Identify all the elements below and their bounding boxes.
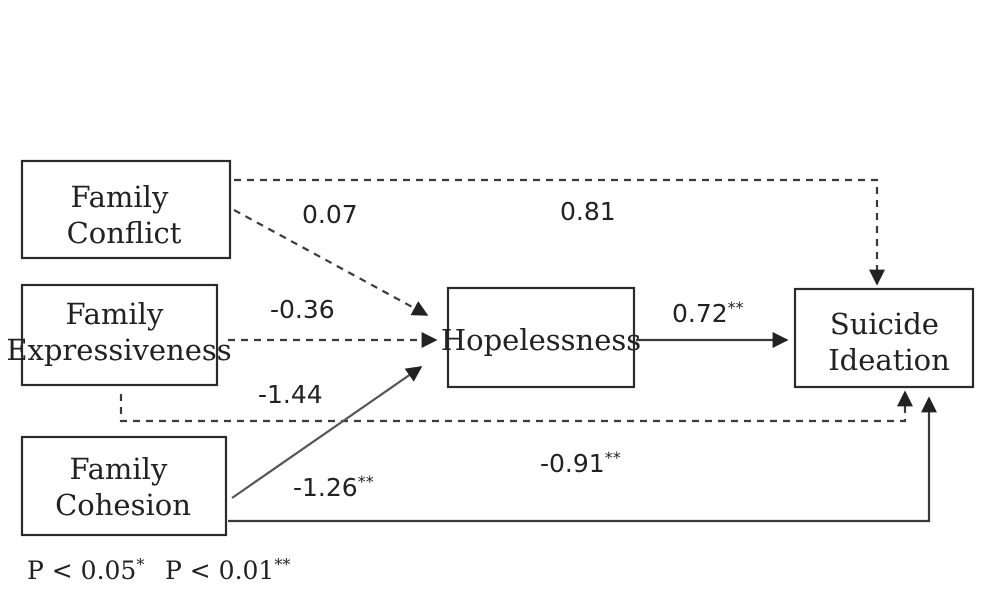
edge-label-hopelessness-to-ideation: 0.72** (672, 298, 744, 328)
svg-text:Family Expressiveness: Family Expressiveness (6, 297, 231, 367)
coefficient-value: 0.81 (560, 197, 616, 226)
coefficient-value: -0.91 (540, 449, 605, 478)
significance-legend-p01: P < 0.01** (165, 555, 290, 585)
svg-text:Family Conflict: Family Conflict (67, 180, 182, 250)
edge-label-cohesion-to-hopelessness: -1.26** (293, 472, 374, 502)
node-suicide-ideation: Suicide Ideation (793, 287, 975, 389)
edge-conflict-to-hopelessness (233, 209, 429, 316)
significance-legend-p05: P < 0.05* (27, 555, 144, 585)
node-label-line: Conflict (67, 216, 182, 250)
edge-label-conflict-to-ideation: 0.81 (560, 197, 616, 226)
svg-text:Family Cohesion: Family Cohesion (55, 452, 191, 522)
significance-marker: ** (728, 298, 744, 317)
significance-marker: ** (605, 448, 621, 467)
legend-marker: * (136, 555, 144, 574)
svg-text:Hopelessness: Hopelessness (441, 323, 641, 357)
edge-expressiveness-to-ideation (119, 390, 913, 423)
node-label-line: Family (69, 452, 167, 486)
coefficient-value: -1.44 (258, 380, 323, 409)
coefficient-value: 0.72 (672, 299, 728, 328)
node-label-line: Expressiveness (6, 333, 231, 367)
node-label-line: Cohesion (55, 488, 191, 522)
node-family-expressiveness: Family Expressiveness (6, 283, 232, 387)
node-label-line: Ideation (828, 343, 950, 377)
coefficient-value: 0.07 (302, 200, 358, 229)
legend-text: P < 0.01 (165, 556, 274, 585)
node-label-line: Suicide (830, 307, 939, 341)
node-hopelessness: Hopelessness (441, 286, 641, 389)
legend-marker: ** (274, 555, 290, 574)
node-family-cohesion: Family Cohesion (20, 435, 228, 537)
legend-text: P < 0.05 (27, 556, 136, 585)
edge-conflict-to-ideation (234, 178, 885, 286)
node-label-line: Family (70, 180, 168, 214)
coefficient-value: -0.36 (270, 295, 335, 324)
svg-text:Suicide Ideation: Suicide Ideation (828, 307, 950, 377)
node-label-line: Family (65, 297, 163, 331)
edge-cohesion-to-hopelessness (231, 366, 423, 499)
edge-cohesion-to-ideation (228, 396, 937, 523)
significance-marker: ** (358, 472, 374, 491)
edge-label-expressiveness-to-ideation: -1.44 (258, 380, 323, 409)
edge-label-expressiveness-to-hopelessness: -0.36 (270, 295, 335, 324)
coefficient-value: -1.26 (293, 473, 358, 502)
node-label-line: Hopelessness (441, 323, 641, 357)
edge-label-cohesion-to-ideation: -0.91** (540, 448, 621, 478)
node-family-conflict: Family Conflict (20, 159, 232, 260)
edge-label-conflict-to-hopelessness: 0.07 (302, 200, 358, 229)
